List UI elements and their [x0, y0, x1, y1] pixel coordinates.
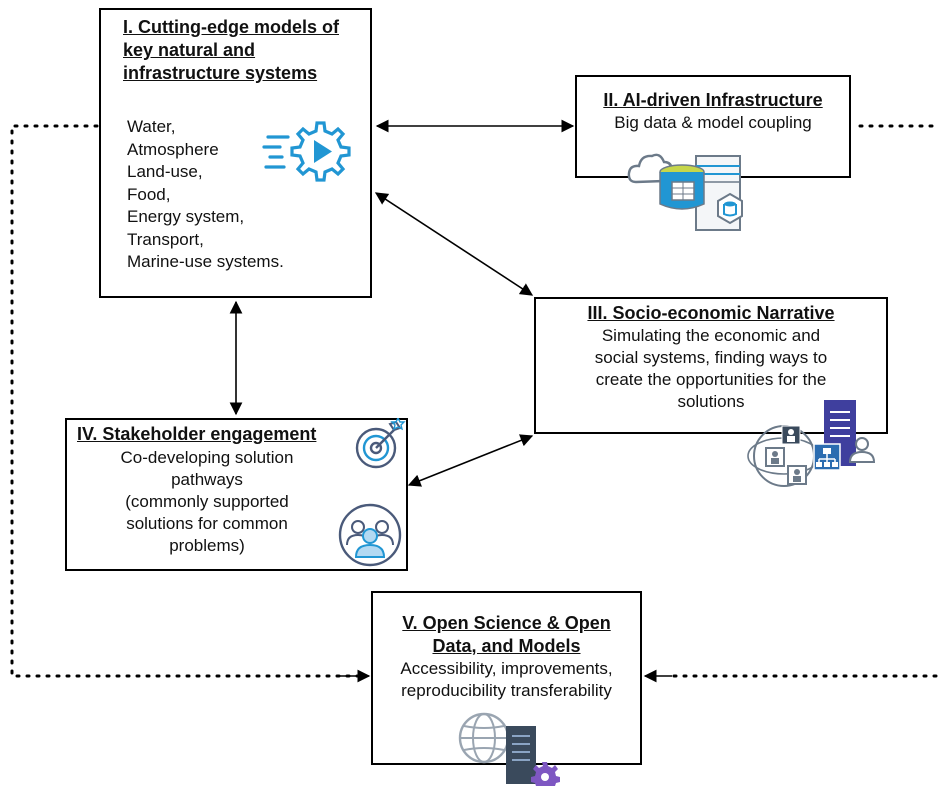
network-org-chart-icon [747, 400, 876, 487]
box-open-title: V. Open Science & Open Data, and Models [373, 612, 640, 658]
title-line: V. Open Science & Open [402, 613, 611, 633]
arrow-models-socio [374, 192, 534, 296]
body-line: pathways [171, 470, 243, 489]
body-line: solutions [677, 392, 745, 411]
box-stakeholder-body: Co-developing solution pathways (commonl… [67, 447, 347, 557]
body-line: create the opportunities for the [595, 370, 827, 389]
cloud-database-icon [627, 153, 743, 231]
list-item: Food, [127, 184, 171, 204]
list-item: Transport, [127, 229, 204, 249]
box-socio-title: III. Socio-economic Narrative [587, 303, 835, 323]
body-line: Accessibility, improvements, [400, 659, 613, 678]
arrow-stakeholder-socio [407, 434, 534, 487]
box-stakeholder: IV. Stakeholder engagement Co-developing… [65, 418, 408, 571]
list-item: Marine-use systems. [127, 252, 284, 271]
body-line: social systems, finding ways to [594, 348, 828, 367]
body-line: (commonly supported [125, 492, 289, 511]
globe-server-gear-icon [458, 712, 560, 786]
box-ai-body: Big data & model coupling [614, 113, 812, 132]
body-line: problems) [169, 536, 245, 555]
body-line: reproducibility transferability [401, 681, 612, 700]
body-line: Simulating the economic and [601, 326, 821, 345]
list-item: Energy system, [127, 207, 245, 226]
dotted-link-left [10, 124, 368, 678]
box-ai-title: II. AI-driven Infrastructure [603, 90, 823, 110]
box-socio-body: Simulating the economic and social syste… [536, 325, 886, 413]
list-item: Land-use, [127, 162, 203, 181]
title-line: Data, and Models [432, 636, 581, 656]
target-icon [355, 418, 406, 469]
box-stakeholder-title: IV. Stakeholder engagement [77, 424, 317, 444]
box-models: I. Cutting-edge models of key natural an… [99, 8, 372, 298]
box-models-list: Water, Atmosphere Land-use, Food, Energy… [127, 116, 284, 274]
box-open-body: Accessibility, improvements, reproducibi… [373, 658, 640, 702]
people-group-icon [338, 503, 402, 567]
box-ai-infrastructure: II. AI-driven Infrastructure Big data & … [575, 75, 851, 178]
box-models-title: I. Cutting-edge models of key natural an… [123, 17, 339, 83]
list-item: Atmosphere [127, 139, 219, 159]
body-line: solutions for common [126, 514, 288, 533]
gear-play-icon [262, 121, 351, 182]
body-line: Co-developing solution [120, 448, 294, 467]
list-item: Water, [127, 117, 176, 136]
